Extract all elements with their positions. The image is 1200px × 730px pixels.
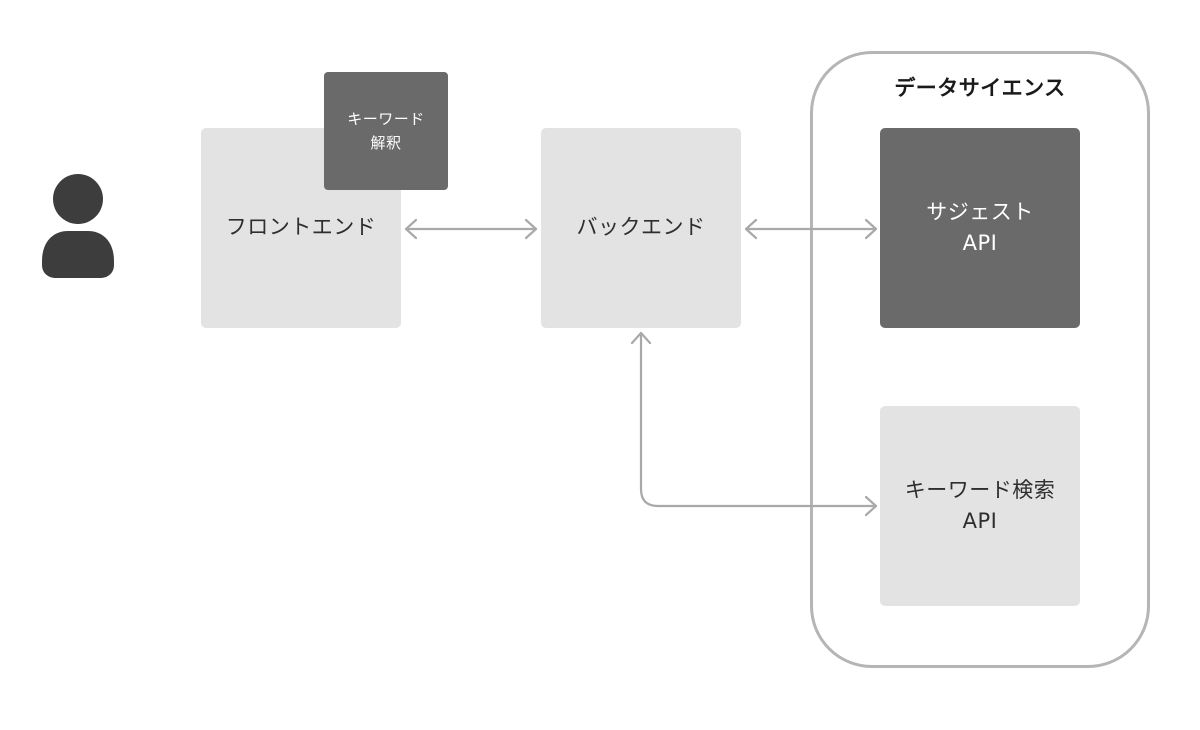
keyword-parse-label: キーワード 解釈 (347, 110, 425, 152)
keyword-search-api-node: キーワード検索 API (880, 406, 1080, 606)
suggest-api-label: サジェスト API (926, 199, 1034, 256)
edge-frontend-backend (404, 218, 538, 240)
backend-node: バックエンド (541, 128, 741, 328)
user-icon (42, 174, 114, 278)
group-title-data-science: データサイエンス (894, 76, 1066, 100)
keyword-search-api-label: キーワード検索 API (904, 477, 1056, 534)
frontend-label: フロントエンド (225, 215, 377, 240)
backend-label: バックエンド (576, 215, 706, 240)
keyword-parse-tag: キーワード 解釈 (324, 72, 448, 190)
suggest-api-node: サジェスト API (880, 128, 1080, 328)
